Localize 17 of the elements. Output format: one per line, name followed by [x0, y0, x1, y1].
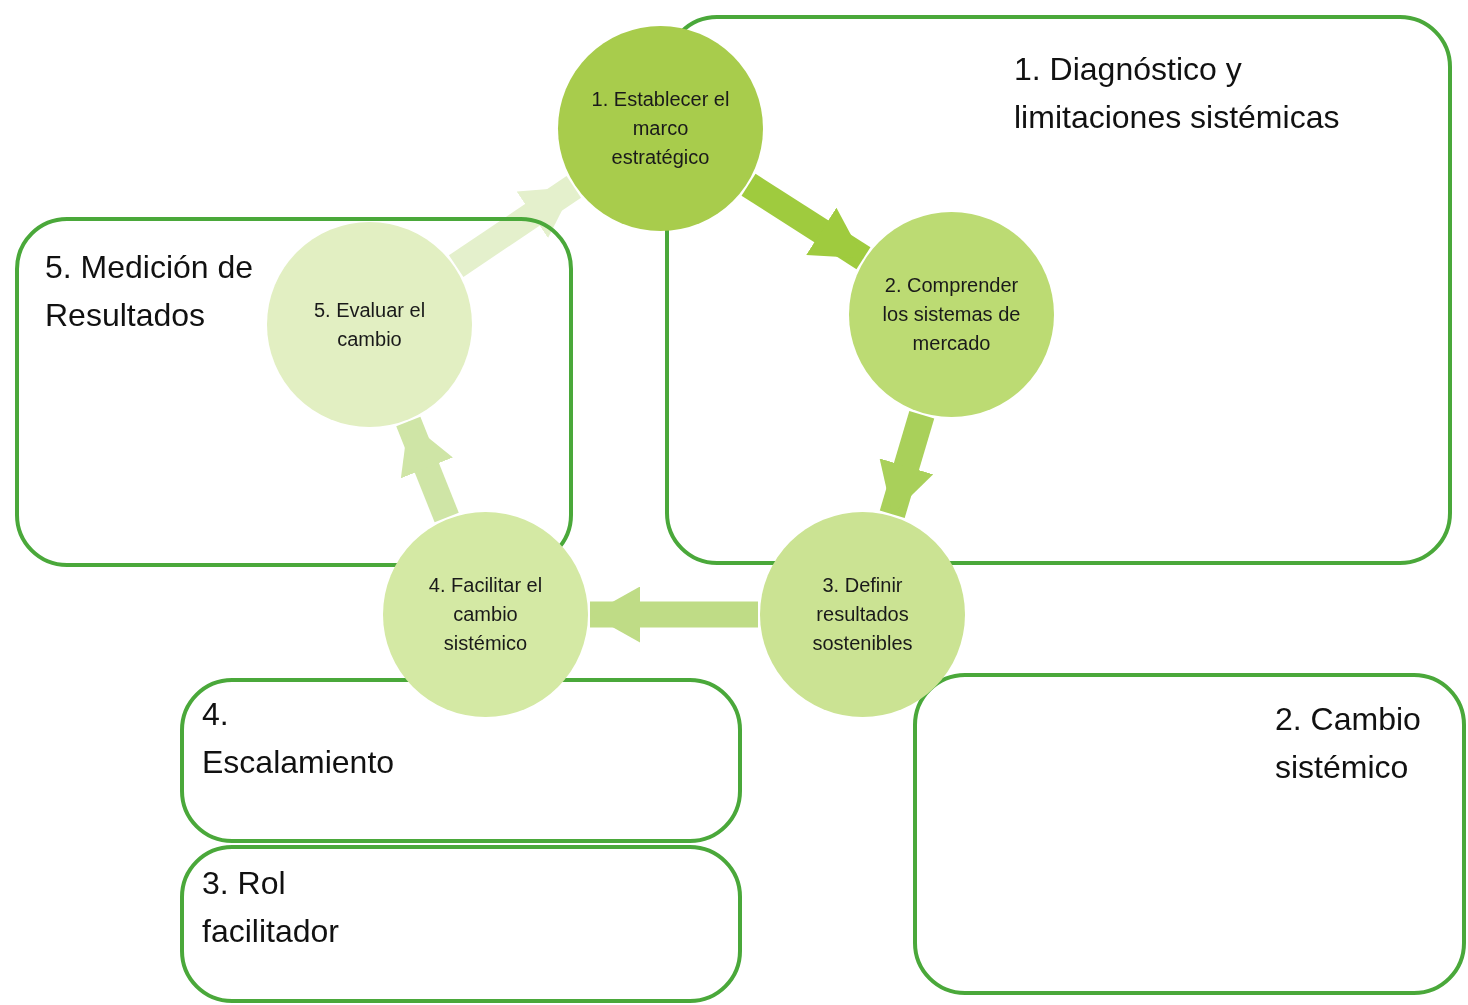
- block-arrow: [448, 176, 582, 277]
- rounded-frame: [913, 673, 1466, 995]
- frame-title: 4. Escalamiento: [202, 695, 396, 782]
- block-arrow: [396, 416, 459, 523]
- step-label: 4. Facilitar el cambio sistémico: [427, 573, 544, 656]
- frame-title: 2. Cambio sistémico: [1275, 700, 1422, 787]
- step-label: 3. Definir resultados sostenibles: [811, 573, 914, 656]
- step-label: 2. Comprender los sistemas de mercado: [881, 273, 1022, 356]
- step-label: 5. Evaluar el cambio: [312, 297, 427, 352]
- frame-title: 1. Diagnóstico y limitaciones sistémicas: [1014, 50, 1341, 137]
- rounded-frame: [180, 845, 742, 1003]
- rounded-frame: [180, 678, 742, 843]
- frame-title: 5. Medición de Resultados: [45, 248, 255, 335]
- frame-title: 3. Rol facilitador: [202, 864, 340, 951]
- step-label: 1. Establecer el marco estratégico: [590, 87, 731, 170]
- block-arrow: [879, 410, 935, 519]
- block-arrow: [741, 173, 871, 270]
